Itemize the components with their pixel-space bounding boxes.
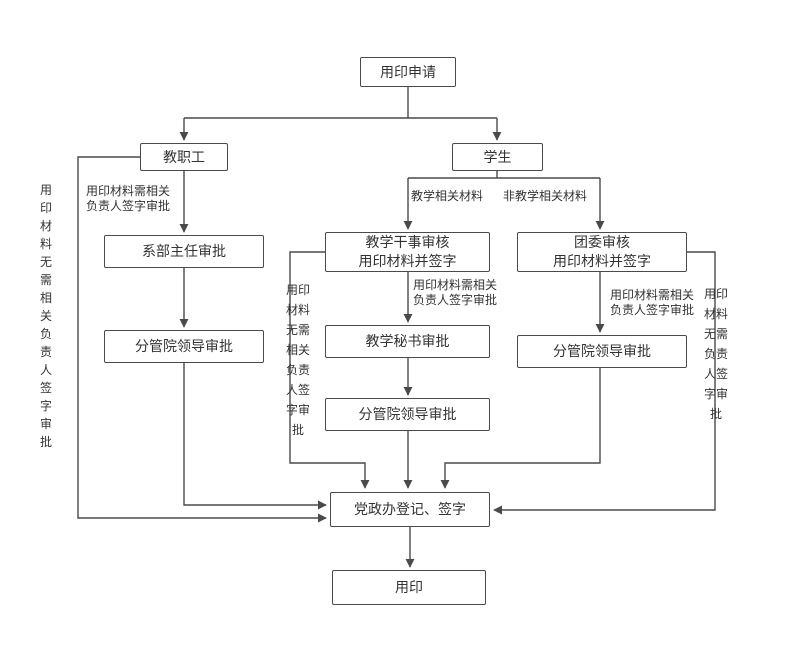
node-faculty-staff: 教职工 xyxy=(140,143,228,171)
node-youth-league-review: 团委审核 用印材料并签字 xyxy=(517,232,687,272)
node-mid-dean-approval: 分管院领导审批 xyxy=(325,398,490,431)
node-seal-application: 用印申请 xyxy=(360,57,456,87)
label-non-teaching-material: 非教学相关材料 xyxy=(503,189,588,203)
node-right-dean-approval: 分管院领导审批 xyxy=(517,335,687,368)
node-student: 学生 xyxy=(452,143,543,171)
label-staff-need-sign: 用印材料需相关 负责人签字审批 xyxy=(86,184,171,213)
edge-apply-split xyxy=(184,86,497,119)
label-league-need-sign: 用印材料需相关 负责人签字审批 xyxy=(610,288,695,317)
label-teach-need-sign: 用印材料需相关 负责人签字审批 xyxy=(413,278,498,307)
edge-farleft-bypass xyxy=(77,156,327,523)
node-dept-head-approval: 系部主任审批 xyxy=(104,235,264,268)
node-teaching-secretary-approval: 教学秘书审批 xyxy=(325,325,490,358)
edge-staffdean-to-office xyxy=(183,363,327,510)
edge-right-bypass xyxy=(493,251,716,515)
node-office-register-sign: 党政办登记、签字 xyxy=(330,492,490,527)
label-midleft-no-sign: 用印材料无需相关负责人签字审批 xyxy=(285,283,310,437)
label-right-no-sign: 用印材料无需负责人签字审批 xyxy=(703,287,728,421)
edge-rightdean-to-office xyxy=(440,368,601,489)
edge-student-split xyxy=(408,171,600,179)
label-teaching-material: 教学相关材料 xyxy=(411,189,484,203)
label-farleft-no-sign: 用印材料无需相关负责人签字审批 xyxy=(39,183,52,449)
node-use-seal: 用印 xyxy=(332,570,486,605)
node-teaching-clerk-review: 教学干事审核 用印材料并签字 xyxy=(325,232,490,272)
edge-midleft-bypass xyxy=(289,251,370,489)
node-staff-dean-approval: 分管院领导审批 xyxy=(104,330,264,363)
